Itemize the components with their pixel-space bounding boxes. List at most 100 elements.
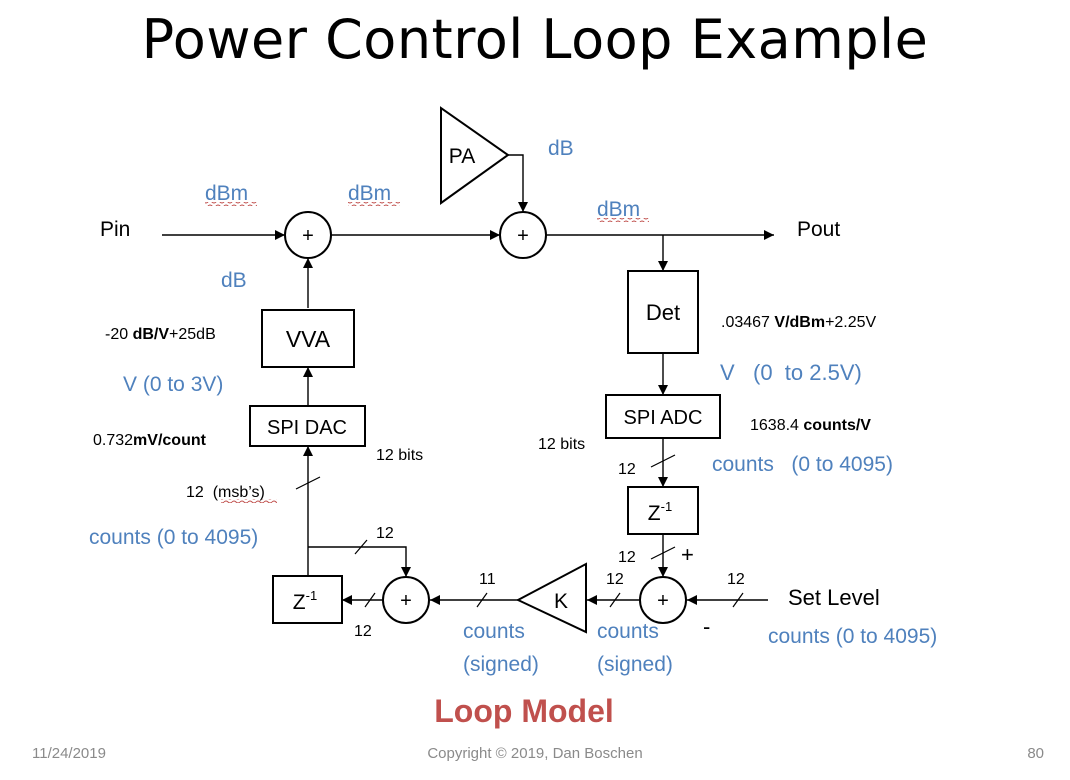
spi-adc-box (605, 394, 721, 439)
unit-counts-adc: counts (0 to 4095) (712, 453, 893, 476)
delay-block-adc: Z-1 (627, 486, 699, 535)
delay-block-acc: Z-1 (272, 575, 343, 624)
squiggle-dbm-out (597, 218, 649, 222)
sum-junction-pa: + (499, 211, 547, 259)
unit-dbm-in: dBm (205, 182, 248, 205)
unit-db-pa: dB (548, 137, 574, 160)
sum-junction-error: + (639, 576, 687, 624)
bus-slash-z1 (650, 546, 676, 560)
bus-slash-adc (650, 454, 676, 468)
k-out-width: 11 (479, 571, 496, 588)
msbs-label: 12 (msb’s) (186, 484, 265, 501)
z1-base: Z (648, 502, 661, 525)
footer-copyright: Copyright © 2019, Dan Boschen (427, 745, 643, 762)
det-gain: .03467 V/dBm+2.25V (721, 314, 877, 331)
dac-gain: 0.732mV/count (93, 432, 207, 449)
sum1-circle (284, 211, 332, 259)
bit-labels: 12 bits 12 bits 12 (msb’s) 12 12 12 11 1… (186, 436, 745, 640)
signal-lines (162, 154, 774, 605)
unit-dbm-out: dBm (597, 198, 640, 221)
adc-gain-unit: counts/V (803, 417, 871, 434)
k-label: K (554, 590, 568, 613)
bus-slash-k-in (609, 592, 621, 608)
det-gain-suffix: +2.25V (825, 314, 876, 331)
vva-label: VVA (286, 326, 331, 352)
spellcheck-underlines (205, 202, 649, 503)
adc-bus-width: 12 (618, 461, 636, 478)
sum1-plus: + (302, 225, 314, 247)
feedback-width: 12 (376, 525, 394, 542)
spi-dac-label: SPI DAC (267, 417, 347, 439)
pa-triangle (440, 106, 510, 205)
adc-bits-label: 12 bits (538, 436, 585, 453)
feedback-to-acc-line (308, 546, 411, 577)
z1-exp: -1 (661, 499, 673, 514)
vva-gain-prefix: -20 (105, 326, 133, 343)
unit-db-vva: dB (221, 269, 247, 292)
sum4-plus: + (400, 590, 412, 612)
set-level-label: Set Level (788, 585, 880, 610)
unit-v-det: V (0 to 2.5V) (720, 360, 862, 385)
det-block: Det (627, 270, 699, 354)
loop-model-caption: Loop Model (434, 693, 614, 729)
squiggle-dbm-mid (348, 202, 400, 206)
vva-gain-unit: dB/V (133, 326, 170, 343)
sum3-circle (639, 576, 687, 624)
unit-counts-k-out: counts (463, 620, 525, 643)
squiggle-dbm-in (205, 202, 257, 206)
unit-labels: dBm dBm dB dBm dB V (0 to 3V) counts (0 … (89, 137, 937, 676)
set-in-width: 12 (727, 571, 745, 588)
sum-junction-accumulator: + (382, 576, 430, 624)
bus-slash-set (732, 592, 744, 608)
sum2-plus: + (517, 225, 529, 247)
gain-k-block: K (515, 562, 587, 634)
unit-counts-set: counts (0 to 4095) (768, 625, 937, 648)
pout-label: Pout (797, 218, 840, 241)
spi-dac-box (249, 405, 366, 447)
pa-label: PA (449, 145, 475, 168)
summing-junctions: + + + + (284, 211, 687, 624)
adc-gain: 1638.4 counts/V (750, 417, 871, 434)
unit-v-vva: V (0 to 3V) (123, 373, 223, 396)
z1-out-width: 12 (618, 549, 636, 566)
footer-date: 11/24/2019 (32, 745, 106, 762)
det-box (627, 270, 699, 354)
unit-counts-k-in: counts (597, 620, 659, 643)
spi-adc-label: SPI ADC (624, 407, 703, 429)
spi-dac-block: SPI DAC (249, 405, 366, 447)
spi-adc-block: SPI ADC (605, 394, 721, 439)
minus-sign: - (703, 614, 710, 639)
k-in-width: 12 (606, 571, 624, 588)
vva-gain-suffix: +25dB (169, 326, 216, 343)
dac-bits-label: 12 bits (376, 447, 423, 464)
bus-slash-dac (295, 476, 321, 490)
z1-label: Z-1 (648, 499, 672, 525)
plus-sign: + (681, 542, 694, 567)
unit-signed-k-in: (signed) (597, 653, 673, 676)
z2-base: Z (293, 591, 306, 614)
sum2-circle (499, 211, 547, 259)
z2-label: Z-1 (293, 588, 317, 614)
slide-title: Power Control Loop Example (141, 8, 929, 71)
dac-gain-unit: mV/count (133, 432, 207, 449)
det-label: Det (646, 300, 680, 325)
bus-slashes (295, 454, 744, 608)
vva-block: VVA (261, 309, 355, 368)
sum3-plus: + (657, 590, 669, 612)
bus-slash-acc (364, 592, 376, 608)
dac-gain-prefix: 0.732 (93, 432, 133, 449)
z2-exp: -1 (306, 588, 318, 603)
sum-junction-input: + (284, 211, 332, 259)
junction-signs: + - (681, 542, 710, 639)
z1-box (627, 486, 699, 535)
unit-counts-dac: counts (0 to 4095) (89, 526, 258, 549)
z2-box (272, 575, 343, 624)
sum4-circle (382, 576, 430, 624)
vva-box (261, 309, 355, 368)
acc-in-width: 12 (354, 623, 372, 640)
det-gain-prefix: .03467 (721, 314, 774, 331)
adc-gain-prefix: 1638.4 (750, 417, 803, 434)
footer-page-number: 80 (1027, 745, 1044, 762)
